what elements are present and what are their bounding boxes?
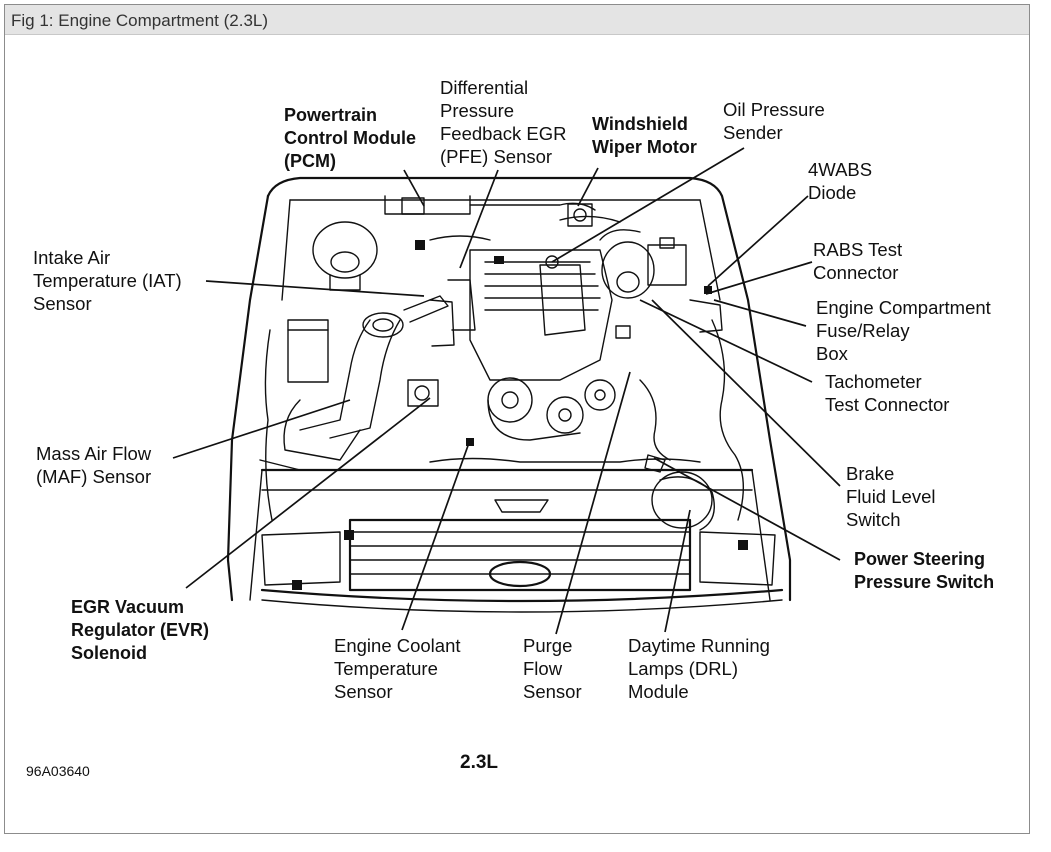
label-engine-coolant-temperature-sensor: Engine Coolant Temperature Sensor [334, 635, 461, 702]
vehicle-drawing [226, 176, 792, 613]
leader-maf [172, 399, 351, 459]
leader-brake [651, 299, 841, 487]
leader-wiper [577, 167, 599, 207]
figure-frame: Fig 1: Engine Compartment (2.3L) [4, 4, 1030, 834]
leader-iat [205, 280, 425, 297]
figure-title-bar: Fig 1: Engine Compartment (2.3L) [5, 5, 1029, 35]
figure-caption: 2.3L [460, 752, 499, 773]
label-pcm: Powertrain Control Module (PCM) [284, 105, 416, 171]
label-fuse-relay-box: Engine Compartment Fuse/Relay Box [816, 297, 991, 364]
label-brake-fluid-level-switch: Brake Fluid Level Switch [846, 463, 936, 530]
leader-ect [401, 439, 471, 631]
label-oil-pressure-sender: Oil Pressure Sender [723, 99, 825, 143]
label-wiper-motor: Windshield Wiper Motor [592, 114, 697, 157]
label-power-steering-pressure-switch: Power Steering Pressure Switch [854, 549, 995, 592]
leader-pfe [459, 169, 499, 269]
leader-purge [555, 371, 631, 635]
label-evr-solenoid: EGR Vacuum Regulator (EVR) Solenoid [71, 597, 210, 663]
leader-oil [551, 147, 745, 263]
leader-evr [185, 397, 431, 589]
figure-code: 96A03640 [26, 763, 90, 779]
label-maf-sensor: Mass Air Flow (MAF) Sensor [36, 443, 152, 487]
leader-drl [664, 509, 691, 633]
leader-pcm [403, 169, 425, 207]
leader-lines [172, 147, 841, 635]
leader-fuse [713, 299, 807, 327]
label-purge-flow-sensor: Purge Flow Sensor [523, 635, 582, 702]
figure-title: Fig 1: Engine Compartment (2.3L) [11, 11, 269, 30]
label-iat-sensor: Intake Air Temperature (IAT) Sensor [33, 247, 182, 314]
leader-rabs [705, 261, 813, 295]
leader-tach [639, 299, 813, 383]
label-4wabs-diode: 4WABS Diode [808, 159, 873, 203]
leader-psps [653, 457, 841, 561]
leader-abs-diode [707, 195, 809, 287]
label-pfe-sensor: Differential Pressure Feedback EGR (PFE)… [440, 77, 567, 167]
label-tachometer-test-connector: Tachometer Test Connector [825, 371, 950, 415]
label-drl-module: Daytime Running Lamps (DRL) Module [628, 635, 770, 702]
label-rabs-test-connector: RABS Test Connector [813, 239, 903, 283]
